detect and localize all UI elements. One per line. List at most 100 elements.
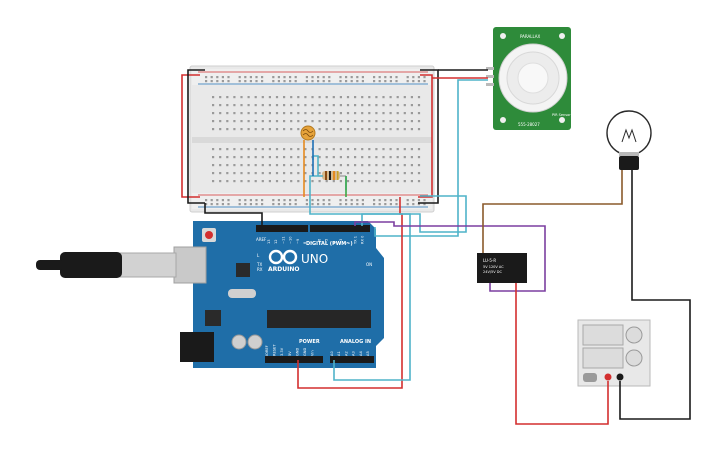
breadboard-hole	[226, 164, 229, 167]
breadboard-hole	[417, 76, 420, 79]
breadboard-hole	[328, 76, 331, 79]
breadboard-hole	[268, 104, 271, 107]
breadboard-hole	[382, 148, 385, 151]
breadboard-hole	[382, 128, 385, 131]
breadboard-hole	[238, 199, 241, 202]
breadboard-hole	[373, 76, 376, 79]
current-knob[interactable]	[625, 349, 643, 367]
breadboard-hole	[382, 96, 385, 99]
pin-label: A3	[352, 351, 356, 356]
breadboard-hole	[221, 199, 224, 202]
breadboard-hole	[412, 80, 415, 83]
breadboard-hole	[396, 96, 399, 99]
breadboard-hole	[356, 199, 359, 202]
usb-port[interactable]	[173, 246, 207, 284]
breadboard-hole	[375, 128, 378, 131]
arduino-logo-icon	[268, 249, 298, 265]
pin-label: ~10	[289, 236, 293, 244]
breadboard-hole	[205, 76, 208, 79]
breadboard-hole	[346, 112, 350, 115]
arduino-uno[interactable]: ARDUINO UNO DIGITAL (PWM~) AREF POWER AN…	[173, 221, 384, 368]
breadboard-hole	[417, 156, 421, 159]
breadboard-hole	[375, 156, 378, 159]
breadboard-hole	[304, 120, 307, 123]
breadboard-hole	[283, 120, 286, 123]
breadboard-hole	[205, 80, 208, 83]
breadboard-hole	[221, 80, 224, 83]
breadboard-hole	[238, 203, 241, 206]
breadboard-hole	[247, 172, 250, 175]
breadboard-hole	[294, 199, 297, 202]
pin-label: ~9	[296, 238, 300, 244]
breadboard-hole	[219, 156, 222, 159]
breadboard-hole	[212, 156, 215, 159]
breadboard-hole	[311, 120, 314, 123]
breadboard-hole	[339, 112, 342, 115]
breadboard-hole	[368, 172, 371, 175]
breadboard-hole	[417, 120, 421, 123]
light-bulb[interactable]	[606, 110, 652, 170]
breadboard-hole	[339, 199, 342, 202]
breadboard-hole	[410, 148, 413, 151]
breadboard-hole	[318, 148, 321, 151]
pir-sensor[interactable]: PARALLAX 555-28027 PIR Sensor	[486, 27, 571, 130]
voltage-knob[interactable]	[625, 326, 643, 344]
pin-label: ~5	[325, 239, 329, 244]
breadboard-hole	[304, 156, 307, 159]
breadboard-hole	[304, 164, 307, 167]
breadboard-hole	[325, 148, 328, 151]
pir-label-side: PIR Sensor	[552, 113, 571, 117]
breadboard-hole	[240, 164, 243, 167]
breadboard-hole	[240, 148, 243, 151]
breadboard-hole	[247, 104, 250, 107]
breadboard-hole	[219, 164, 222, 167]
breadboard-hole	[354, 96, 357, 99]
pin-label: 12	[274, 239, 278, 244]
breadboard-hole	[261, 76, 264, 79]
breadboard-hole	[240, 128, 243, 131]
breadboard-hole	[375, 96, 378, 99]
breadboard-hole	[354, 156, 357, 159]
breadboard-hole	[368, 148, 371, 151]
breadboard-hole	[210, 203, 213, 206]
breadboard-hole	[354, 180, 357, 183]
breadboard-hole	[290, 120, 293, 123]
breadboard-hole	[368, 180, 371, 183]
breadboard-hole	[395, 203, 398, 206]
breadboard-hole	[226, 120, 229, 123]
breadboard-hole	[396, 104, 399, 107]
breadboard-hole	[290, 180, 293, 183]
breadboard-hole	[406, 199, 409, 202]
breadboard-hole	[261, 156, 264, 159]
power-supply[interactable]	[577, 319, 651, 387]
breadboard-hole	[240, 120, 243, 123]
breadboard-hole	[403, 164, 406, 167]
pin-label: RX 0	[361, 235, 365, 244]
breadboard-hole	[332, 148, 335, 151]
breadboard-hole	[305, 203, 308, 206]
breadboard-hole	[289, 80, 292, 83]
photoresistor[interactable]	[300, 125, 316, 141]
breadboard-hole	[261, 172, 264, 175]
breadboard-hole	[226, 112, 229, 115]
breadboard-hole	[304, 104, 307, 107]
relay[interactable]: LU-5-R 5V 120V AC 24V/5V DC	[477, 253, 527, 283]
breadboard-hole	[297, 180, 300, 183]
breadboard-hole	[238, 80, 241, 83]
breadboard-hole	[226, 96, 229, 99]
breadboard-hole	[361, 164, 364, 167]
pin-label: A4	[359, 351, 363, 356]
breadboard-hole	[318, 156, 321, 159]
breadboard-hole	[395, 80, 398, 83]
breadboard-hole	[403, 112, 406, 115]
relay-line2: 5V 120V AC	[483, 265, 504, 269]
breadboard-hole	[389, 199, 392, 202]
breadboard-hole	[212, 112, 215, 115]
power-jack[interactable]	[180, 332, 214, 362]
breadboard-hole	[294, 203, 297, 206]
breadboard-hole	[247, 128, 250, 131]
breadboard-hole	[219, 180, 222, 183]
breadboard-hole	[354, 164, 357, 167]
breadboard-hole	[325, 112, 328, 115]
breadboard-hole	[361, 199, 364, 202]
